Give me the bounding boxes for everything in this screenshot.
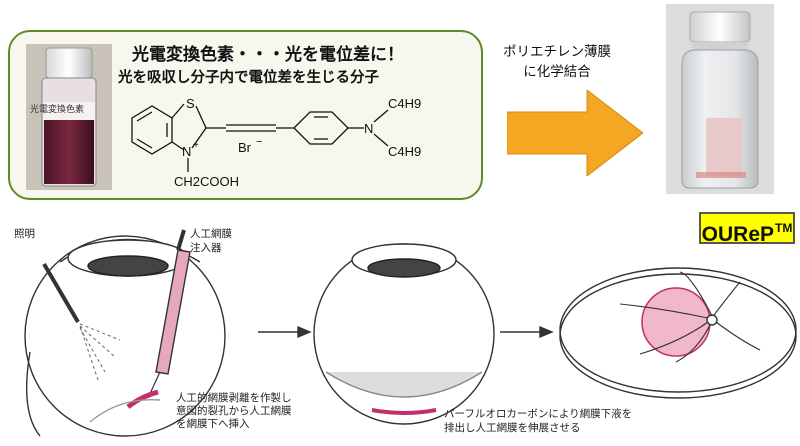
dye-subline: 光を吸収し分子内で電位差を生じる分子 [118,70,379,86]
process-arrow-icon [507,90,643,176]
dye-headline: 光電変換色素・・・光を電位差に！ [132,45,404,65]
light-label: 照明 [14,228,35,240]
light-pipe [42,262,80,324]
injector-label-line1: 人工網膜 [190,228,232,240]
step1-line1: 人工的網膜剥離を作製し [176,392,292,404]
artificial-retina-jar-photo [666,4,774,194]
bonding-label-line1: ポリエチレン薄膜 [503,44,611,60]
dye-info-box: 光電変換色素 光電変換色素・・・光を電位差に！ 光を吸収し分子内で電位差を生じる… [8,30,483,200]
dye-vial-photo [26,44,112,190]
amine-nitrogen: N [364,121,373,136]
butyl-top: C4H9 [388,96,421,111]
step2-line2: 排出し人工網膜を伸展させる [444,422,581,434]
carboxymethyl-group: CH2COOH [174,174,239,189]
nitrogen-atom: N [182,144,191,159]
butyl-bottom: C4H9 [388,144,421,159]
sulfur-atom: S [186,96,195,111]
trademark-mark: TM [775,221,793,235]
bromide-ion: Br [238,140,252,155]
dye-molecule-structure: S N + Br − CH2COOH N C4H9 C4H9 [131,96,421,189]
bonding-label-line2: に化学結合 [523,64,591,80]
step1-line2: 意図的裂孔から人工網膜 [176,405,292,417]
plus-charge: + [193,140,199,151]
vial-label: 光電変換色素 [30,105,85,115]
ourep-badge-text: OUReP [701,223,775,246]
bonding-label: ポリエチレン薄膜 に化学結合 [492,42,622,82]
injector-label-line2: 注入器 [190,242,222,254]
ourep-badge: OURePTM [699,212,795,246]
surgery-diagram [24,229,797,437]
step1-line3: を網膜下へ挿入 [176,418,250,430]
minus-charge: − [256,136,262,148]
injector [147,229,191,399]
retina-fundus-diagram [559,267,797,399]
step2-line1: パーフルオロカーボンにより網膜下液を [444,408,633,420]
eye-diagram-2 [313,243,495,425]
